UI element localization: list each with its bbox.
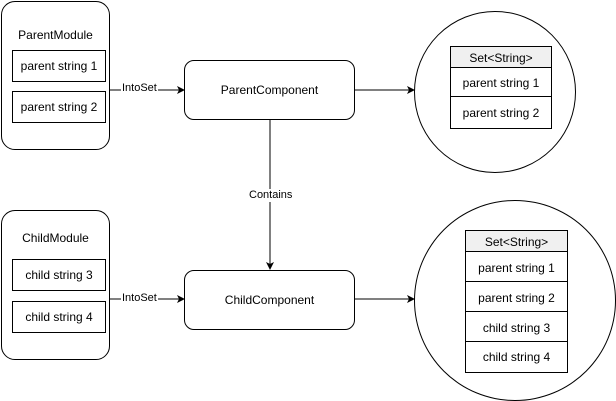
edge-label-child-into-set: IntoSet bbox=[121, 292, 158, 305]
parent-module-item-2: parent string 2 bbox=[12, 91, 106, 123]
child-set-item-3: child string 3 bbox=[465, 311, 568, 344]
edge-label-contains: Contains bbox=[248, 189, 294, 202]
parent-component: ParentComponent bbox=[184, 60, 355, 120]
child-module-title: ChildModule bbox=[22, 231, 89, 245]
child-component: ChildComponent bbox=[184, 270, 355, 330]
child-module: ChildModule child string 3 child string … bbox=[1, 210, 110, 360]
child-set-item-2: parent string 2 bbox=[465, 281, 568, 314]
parent-module: ParentModule parent string 1 parent stri… bbox=[1, 1, 110, 150]
edge-label-parent-into-set: IntoSet bbox=[121, 82, 158, 95]
child-module-item-3: child string 3 bbox=[12, 259, 106, 291]
parent-module-title: ParentModule bbox=[18, 28, 93, 42]
parent-module-item-1: parent string 1 bbox=[12, 50, 106, 82]
parent-set-item-2: parent string 2 bbox=[450, 96, 552, 129]
child-set-item-4: child string 4 bbox=[465, 341, 568, 373]
child-set-item-1: parent string 1 bbox=[465, 251, 568, 284]
child-set-header: Set<String> bbox=[465, 230, 568, 254]
child-module-item-4: child string 4 bbox=[12, 301, 106, 333]
parent-set-header: Set<String> bbox=[450, 46, 552, 70]
parent-set-item-1: parent string 1 bbox=[450, 67, 552, 99]
